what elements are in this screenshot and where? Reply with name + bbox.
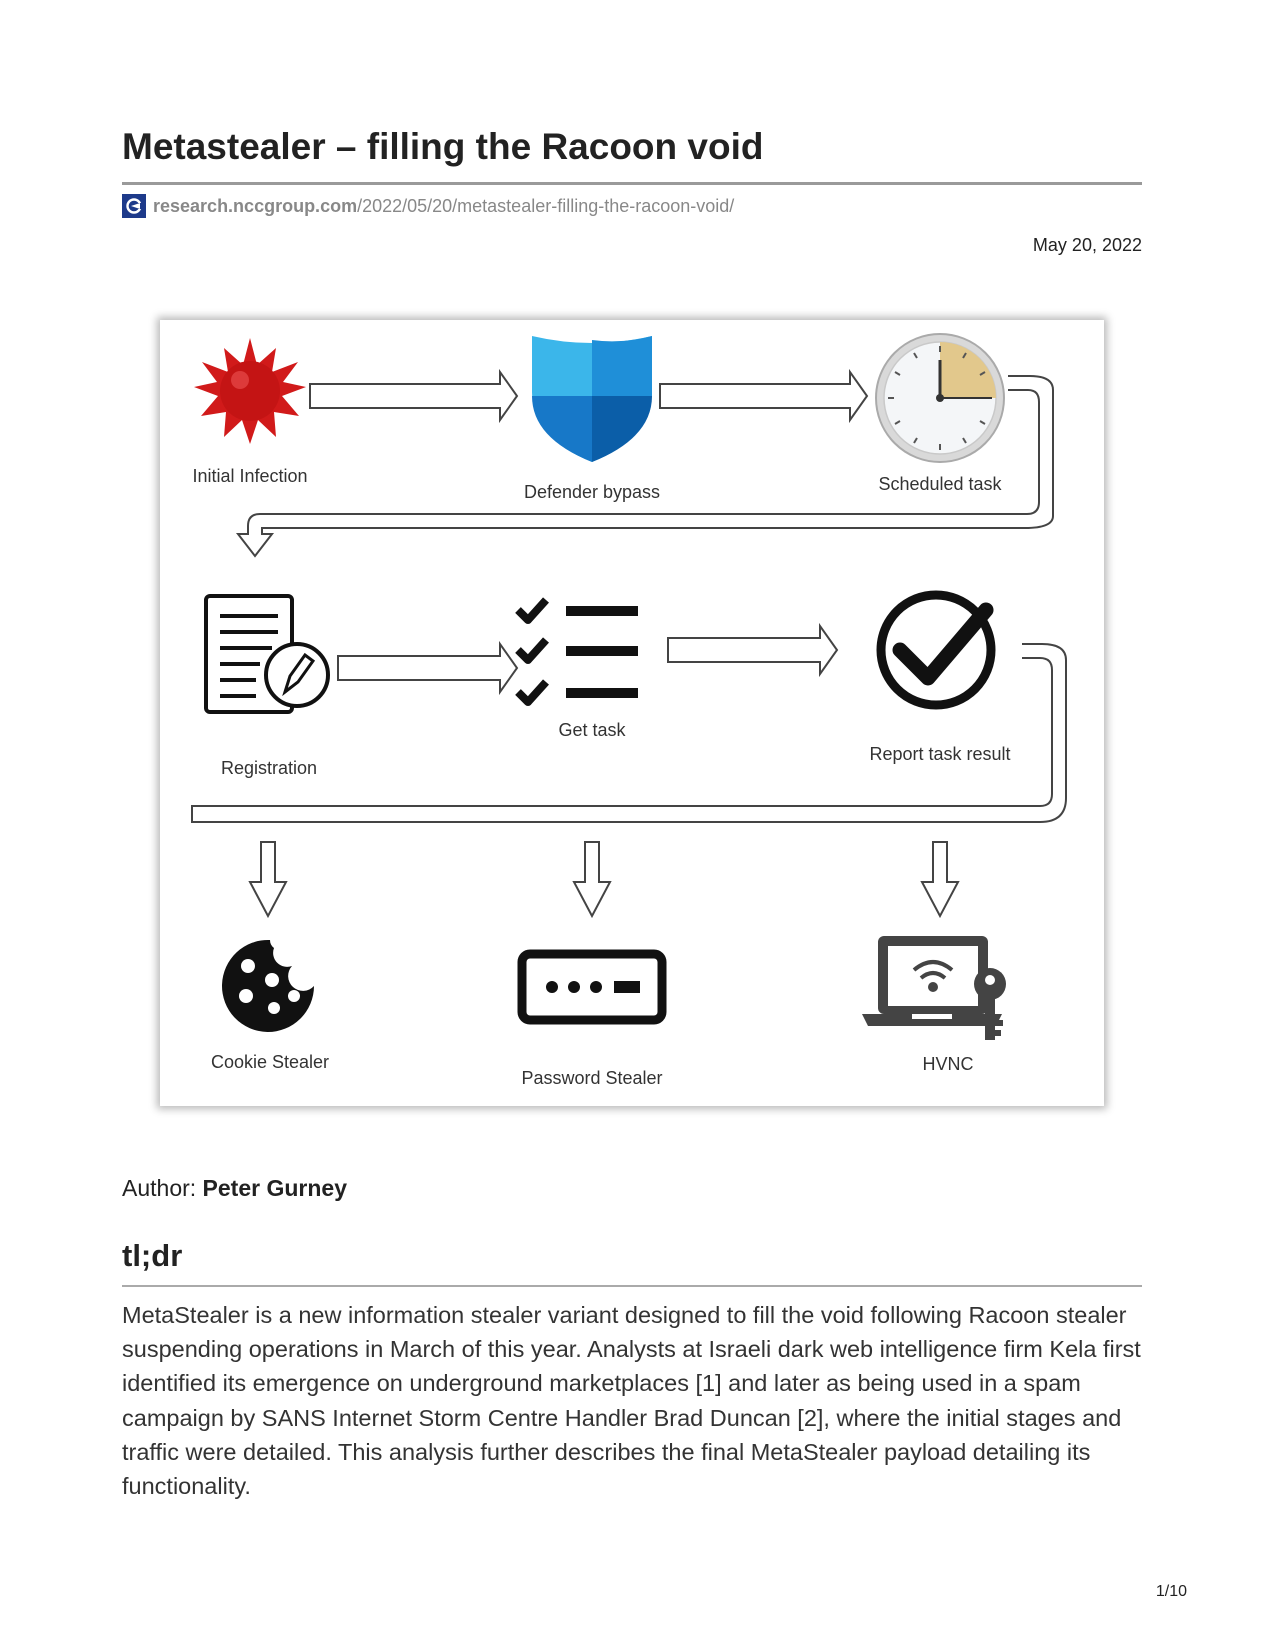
label-registration: Registration <box>221 758 317 778</box>
label-scheduled-task: Scheduled task <box>878 474 1002 494</box>
document-edit-icon <box>204 594 330 714</box>
tldr-paragraph: MetaStealer is a new information stealer… <box>122 1302 1141 1500</box>
source-path: /2022/05/20/metastealer-filling-the-raco… <box>357 195 735 216</box>
arrow-icon <box>667 622 839 678</box>
label-hvnc: HVNC <box>922 1054 973 1074</box>
label-defender-bypass: Defender bypass <box>524 482 660 502</box>
arrow-icon <box>337 640 519 696</box>
arrow-down-icon <box>920 841 960 919</box>
cookie-icon <box>222 939 314 1032</box>
arrow-icon <box>309 368 519 424</box>
virus-icon <box>194 338 306 444</box>
tldr-heading: tl;dr <box>122 1238 183 1273</box>
connector-line <box>191 643 1067 823</box>
title-divider <box>122 182 1142 185</box>
checklist-icon <box>515 597 638 706</box>
section-divider <box>122 1285 1142 1287</box>
arrow-down-icon <box>572 841 612 919</box>
publish-date: May 20, 2022 <box>1032 235 1142 255</box>
author-name: Peter Gurney <box>202 1175 347 1201</box>
source-domain: research.nccgroup.com <box>153 195 358 216</box>
page-number: 1/10 <box>1155 1583 1187 1600</box>
page-title: Metastealer – filling the Racoon void <box>122 126 764 167</box>
clock-icon <box>875 333 1005 463</box>
laptop-key-icon <box>862 936 1006 1040</box>
check-circle-icon <box>876 590 996 710</box>
site-favicon-icon <box>122 194 146 218</box>
label-initial-infection: Initial Infection <box>192 466 307 486</box>
arrow-icon <box>659 368 869 424</box>
arrow-down-icon <box>248 841 288 919</box>
connector-line <box>235 375 1054 558</box>
author-line: Author: Peter Gurney <box>122 1175 347 1202</box>
password-icon <box>517 949 667 1025</box>
author-label: Author: <box>122 1175 197 1201</box>
label-report-task-result: Report task result <box>869 744 1010 764</box>
label-password-stealer: Password Stealer <box>521 1068 662 1088</box>
shield-icon <box>532 336 652 462</box>
label-cookie-stealer: Cookie Stealer <box>211 1052 329 1072</box>
label-get-task: Get task <box>558 720 626 740</box>
attack-flow-diagram: Initial Infection Defender bypass <box>160 320 1104 1106</box>
source-link[interactable]: research.nccgroup.com/2022/05/20/metaste… <box>122 194 734 218</box>
